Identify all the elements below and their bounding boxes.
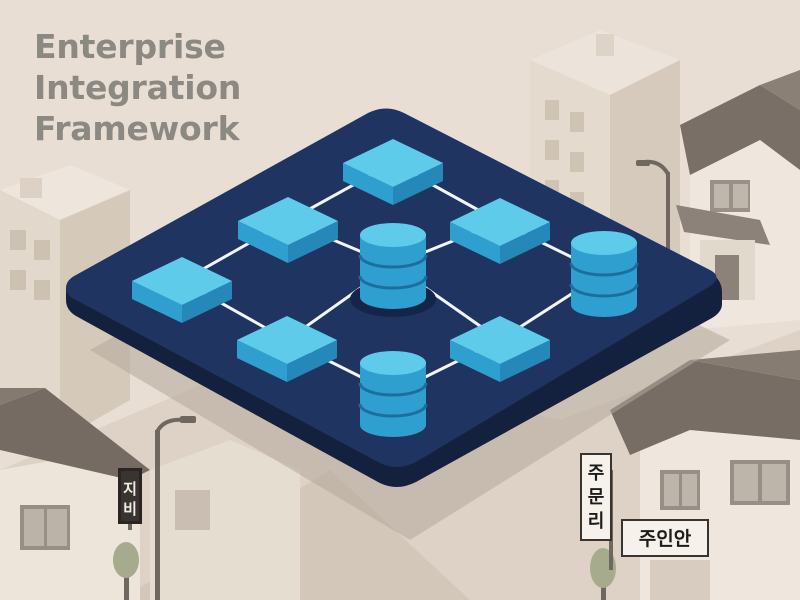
tree-left — [113, 542, 139, 600]
sign-right-horizontal: 주인안 — [621, 519, 709, 557]
sign-right-char-2: 문 — [588, 487, 605, 508]
street-lamp-left — [155, 416, 196, 600]
title-line-3: Framework — [34, 109, 240, 148]
house-lower-left — [0, 388, 300, 600]
node-n-bottom — [358, 351, 428, 437]
sign-right-char-1: 주 — [588, 463, 605, 484]
node-n-upper-right — [450, 198, 550, 264]
node-n-top — [343, 139, 443, 205]
node-n-lower-left — [237, 316, 337, 382]
node-n-far-right — [569, 231, 639, 317]
sign-left-char-2: 비 — [123, 500, 137, 518]
page-title: Enterprise Integration Framework — [34, 26, 241, 149]
node-n-upper-left — [238, 197, 338, 263]
sign-left-char-1: 지 — [123, 480, 137, 498]
street-lamp-right — [636, 159, 670, 302]
sign-right-horizontal-text: 주인안 — [639, 528, 692, 550]
title-line-2: Integration — [34, 68, 242, 107]
node-n-far-left — [132, 257, 232, 323]
title-line-1: Enterprise — [34, 27, 226, 66]
node-n-center — [350, 223, 436, 317]
node-n-lower-right — [450, 316, 550, 382]
sign-left-vertical: 지 비 — [118, 468, 142, 530]
sign-right-vertical: 주 문 리 — [580, 453, 613, 570]
diagram-nodes — [132, 139, 639, 437]
sign-right-char-3: 리 — [588, 511, 605, 532]
